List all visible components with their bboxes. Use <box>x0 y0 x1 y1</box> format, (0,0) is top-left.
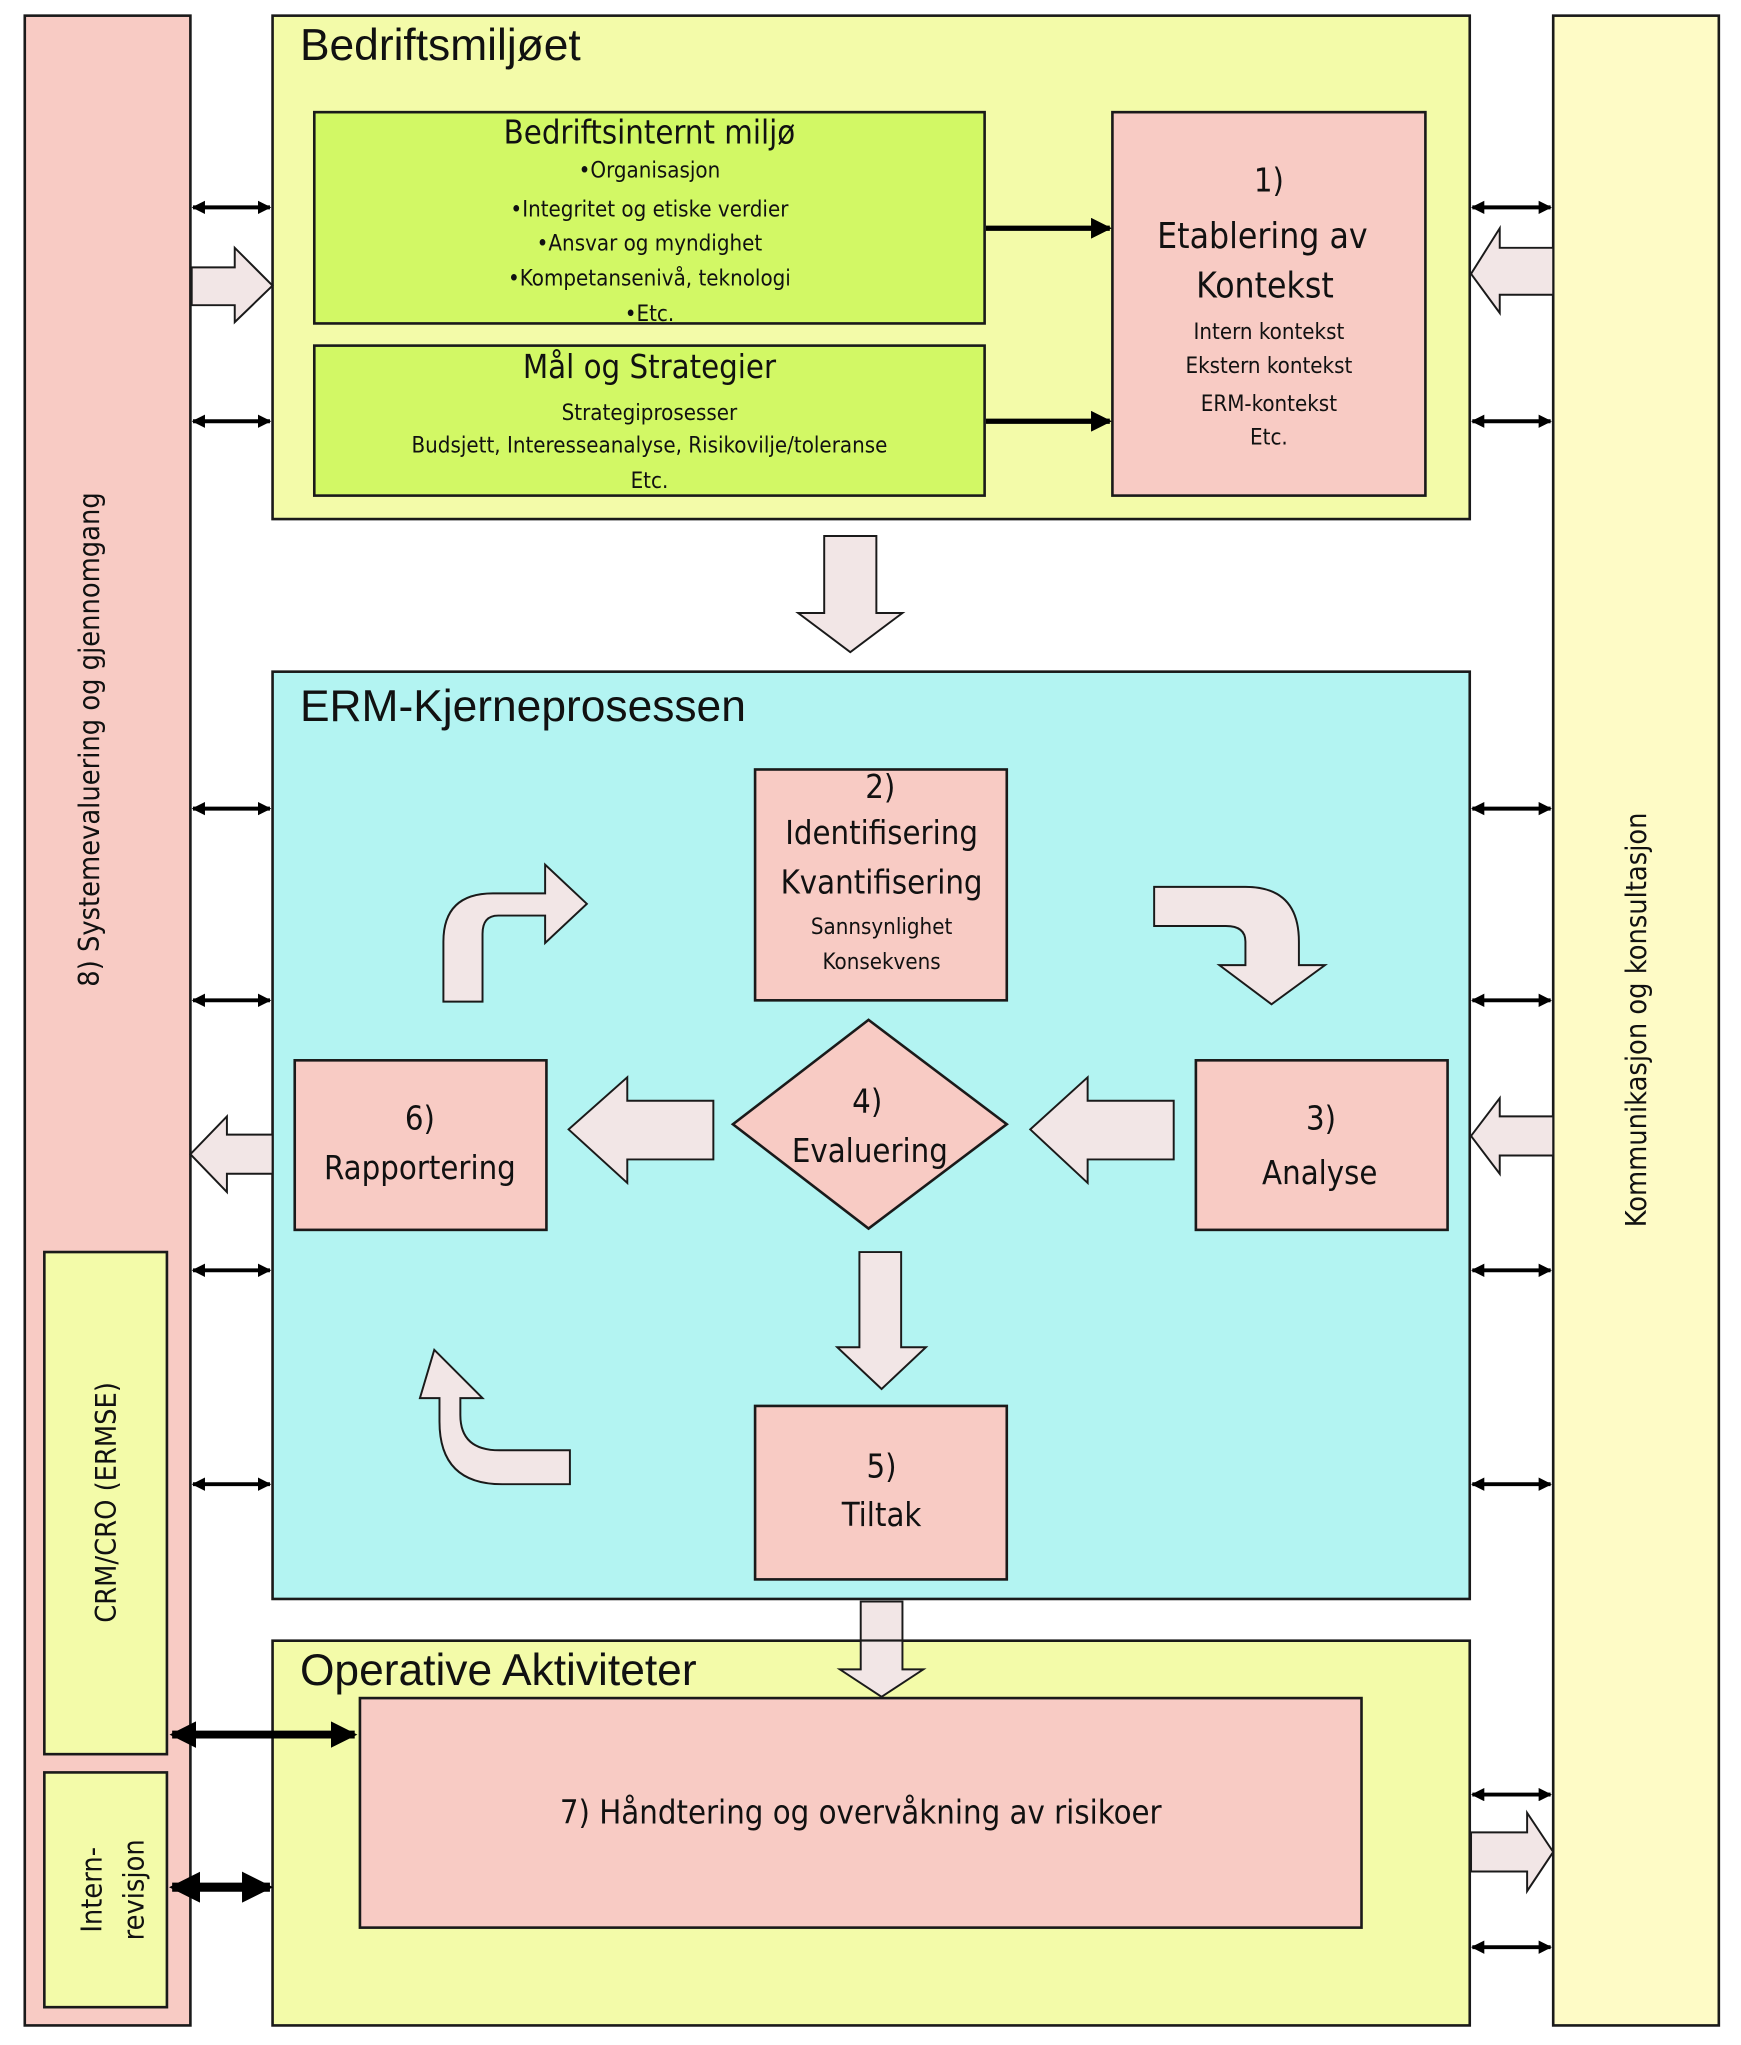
step2-sub2: Konsekvens <box>823 949 941 975</box>
left-connectors <box>169 200 358 1903</box>
step1-title-line2: Kontekst <box>1196 265 1334 306</box>
step2-line2: Kvantifisering <box>781 863 983 901</box>
internal-item: •Ansvar og myndighet <box>537 230 763 256</box>
internrevisjon-line2: revisjon <box>116 1839 150 1940</box>
step1-number: 1) <box>1254 162 1284 200</box>
step4-number: 4) <box>852 1082 882 1120</box>
arrow-down-to-core <box>795 535 906 654</box>
arrow-4-to-6 <box>567 1075 715 1186</box>
step2-number: 2) <box>865 768 895 806</box>
arrow-left-into-bedriftsmiljoet <box>1469 224 1555 316</box>
bedriftsinternt-box <box>312 110 986 325</box>
internrevisjon-box <box>43 1771 169 2009</box>
step5-label: Tiltak <box>841 1496 922 1534</box>
arrow-left-into-core <box>1469 1095 1555 1177</box>
context-line: Etc. <box>1250 425 1288 451</box>
step6-label: Rapportering <box>324 1149 516 1187</box>
internal-item: •Etc. <box>625 301 674 327</box>
step6-box <box>293 1059 548 1232</box>
step5-number: 5) <box>867 1448 897 1486</box>
curved-arrow-6-to-2 <box>442 862 589 1003</box>
step7-label: 7) Håndtering og overvåkning av risikoer <box>560 1793 1163 1831</box>
left-column-systemevaluering: 8) Systemevaluering og gjennomgang CRM/C… <box>23 14 192 2027</box>
step3-label: Analyse <box>1262 1154 1377 1192</box>
internrevisjon-line1: Intern- <box>75 1847 109 1933</box>
step2-box <box>753 768 1009 1002</box>
curved-arrow-5-to-6 <box>418 1348 571 1486</box>
curved-arrow-2-to-3 <box>1153 885 1328 1006</box>
crm-cro-box <box>43 1250 169 1756</box>
crm-cro-label: CRM/CRO (ERMSE) <box>89 1382 123 1623</box>
systemevaluering-label: 8) Systemevaluering og gjennomgang <box>72 492 106 986</box>
step5-box <box>753 1404 1009 1581</box>
etablering-kontekst-box <box>1111 110 1427 497</box>
bedriftsinternt-title: Bedriftsinternt miljø <box>504 113 796 151</box>
maal-strategier-title: Mål og Strategier <box>523 348 777 386</box>
internal-item: •Organisasjon <box>579 157 721 183</box>
erm-core-section: ERM-Kjerneprosessen 2) Identifisering Kv… <box>271 670 1472 1601</box>
core-title: ERM-Kjerneprosessen <box>300 682 746 731</box>
step4-label: Evaluering <box>792 1132 948 1170</box>
operative-title: Operative Aktiviteter <box>300 1646 697 1695</box>
maal-strategier-box <box>312 344 986 497</box>
internal-item: •Kompetansenivå, teknologi <box>508 264 791 292</box>
step4-diamond <box>730 1018 1009 1231</box>
step3-number: 3) <box>1306 1099 1336 1137</box>
arrow-right-from-operative <box>1470 1809 1555 1895</box>
kommunikasjon-label: Kommunikasjon og konsultasjon <box>1619 812 1653 1227</box>
step3-box <box>1194 1059 1449 1232</box>
right-connectors <box>1469 200 1555 1954</box>
context-line: ERM-kontekst <box>1201 391 1337 417</box>
bedriftsmiljoet-section: Bedriftsmiljøet Bedriftsinternt miljø •O… <box>271 14 1472 521</box>
arrow-3-to-4 <box>1028 1075 1175 1186</box>
context-line: Intern kontekst <box>1194 319 1345 345</box>
bedriftsmiljoet-title: Bedriftsmiljøet <box>300 21 581 70</box>
arrow-right-into-bedriftsmiljoet <box>190 245 274 325</box>
operative-section: Operative Aktiviteter 7) Håndtering og o… <box>271 1639 1472 2027</box>
step2-sub1: Sannsynlighet <box>811 914 953 940</box>
step6-number: 6) <box>405 1099 435 1137</box>
step2-line1: Identifisering <box>785 814 978 852</box>
internal-item: •Integritet og etiske verdier <box>510 196 789 222</box>
step1-title-line1: Etablering av <box>1157 216 1367 257</box>
step7-box <box>358 1696 1363 1929</box>
goals-line: Budsjett, Interesseanalyse, Risikovilje/… <box>412 433 888 459</box>
goals-line: Etc. <box>631 468 669 494</box>
goals-line: Strategiprosesser <box>562 400 738 426</box>
context-line: Ekstern kontekst <box>1186 353 1353 379</box>
arrow-4-to-5 <box>834 1251 929 1391</box>
right-column-kommunikasjon: Kommunikasjon og konsultasjon <box>1551 14 1721 2027</box>
arrow-left-from-core <box>189 1113 274 1195</box>
